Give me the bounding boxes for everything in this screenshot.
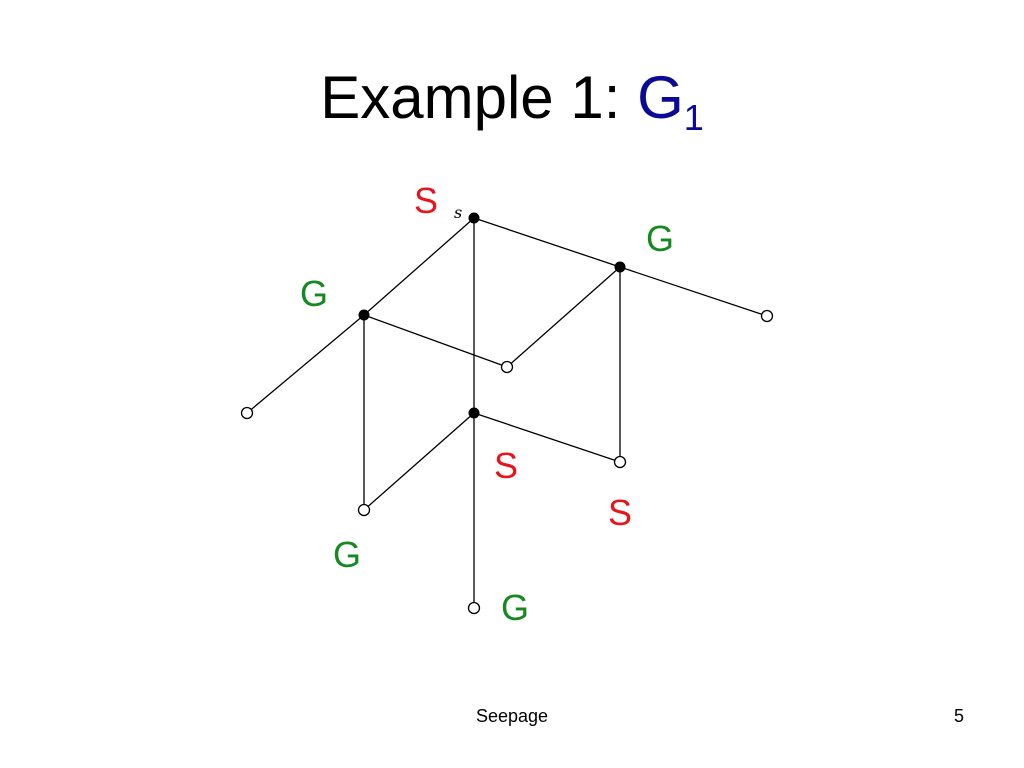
node-labels: S G G S S G G [300, 180, 674, 628]
node-label-g: G [646, 218, 674, 259]
node-label-s: S [608, 492, 632, 533]
filled-node [614, 261, 626, 273]
node-label-g: G [300, 273, 328, 314]
edge [473, 412, 621, 463]
node-label-g: G [333, 534, 361, 575]
edge [363, 217, 475, 316]
open-node [760, 309, 774, 323]
page-number: 5 [953, 706, 964, 726]
open-node [357, 503, 371, 517]
node-label-s: S [414, 180, 438, 221]
graph-edges [246, 217, 768, 608]
edge [473, 217, 621, 268]
edge [619, 266, 768, 317]
node-label-g: G [501, 587, 529, 628]
node-label-s: S [494, 445, 518, 486]
footer-text: Seepage [475, 706, 549, 726]
edge [363, 314, 508, 368]
edge [363, 412, 475, 511]
open-node [240, 406, 254, 420]
edge [506, 266, 621, 368]
title-graph-subscript: 1 [683, 97, 704, 138]
title-graph-name: G [637, 64, 684, 131]
filled-node [468, 407, 480, 419]
edge [246, 314, 365, 414]
open-node [500, 360, 514, 374]
slide-title: Example 1: G1 [0, 58, 1024, 146]
filled-node [468, 212, 480, 224]
filled-node [358, 309, 370, 321]
open-node [467, 601, 481, 615]
title-prefix: Example 1: [320, 64, 638, 131]
source-vertex-label: s [454, 203, 462, 222]
open-node [613, 455, 627, 469]
graph-nodes [240, 212, 774, 615]
